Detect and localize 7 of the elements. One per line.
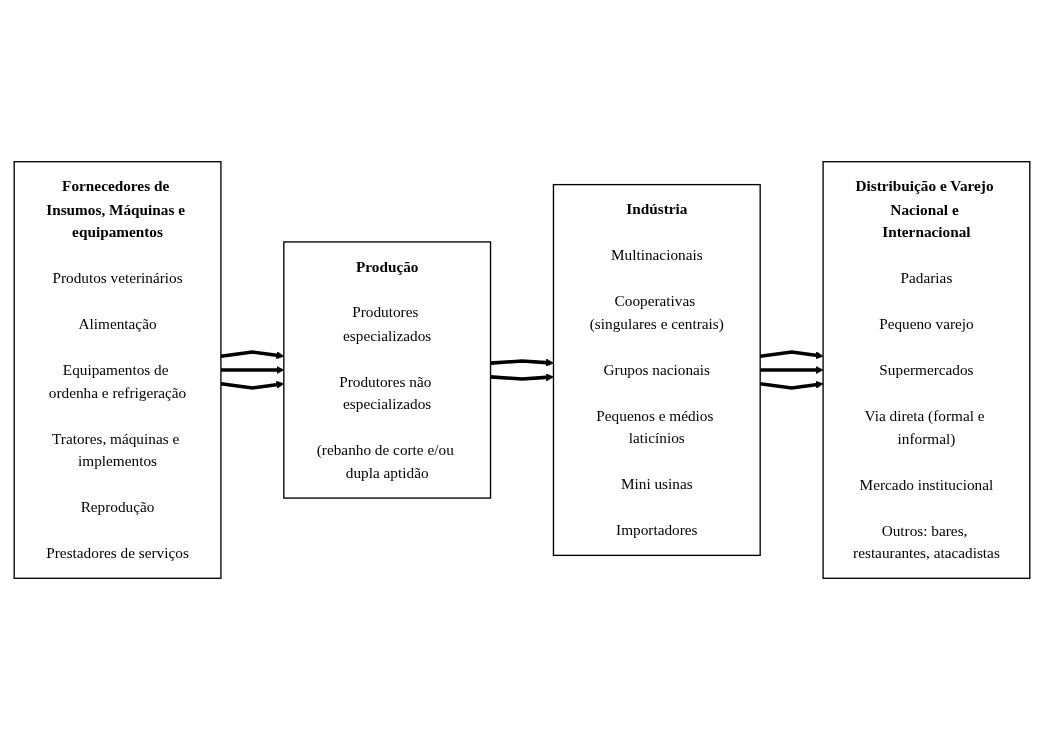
node-box: Fornecedores de Insumos, Máquinas e equipamentos Produtos veterinários Alimentação Equipamentos de ordenha e refrigeração Tratores, máquinas e implementos Reprodução Prestadores de serviços	[13, 161, 222, 579]
arrow	[490, 373, 554, 382]
arrow	[490, 358, 554, 367]
node-box: Produção Produtores especializados Produtores não especializados (rebanho de corte e/ou dupla aptidão	[283, 241, 492, 499]
node-box: Indústria Multinacionais Cooperativas (singulares e centrais) Grupos nacionais Pequenos e médios laticínios Mini usinas Importadores	[552, 183, 761, 557]
node-box: Distribuição e Varejo Nacional e Internacional Padarias Pequeno varejo Supermercados Via direta (formal e informal) Mercado institucional Outros: bares, restaurantes, atacadistas	[822, 161, 1031, 579]
arrow	[760, 366, 824, 374]
